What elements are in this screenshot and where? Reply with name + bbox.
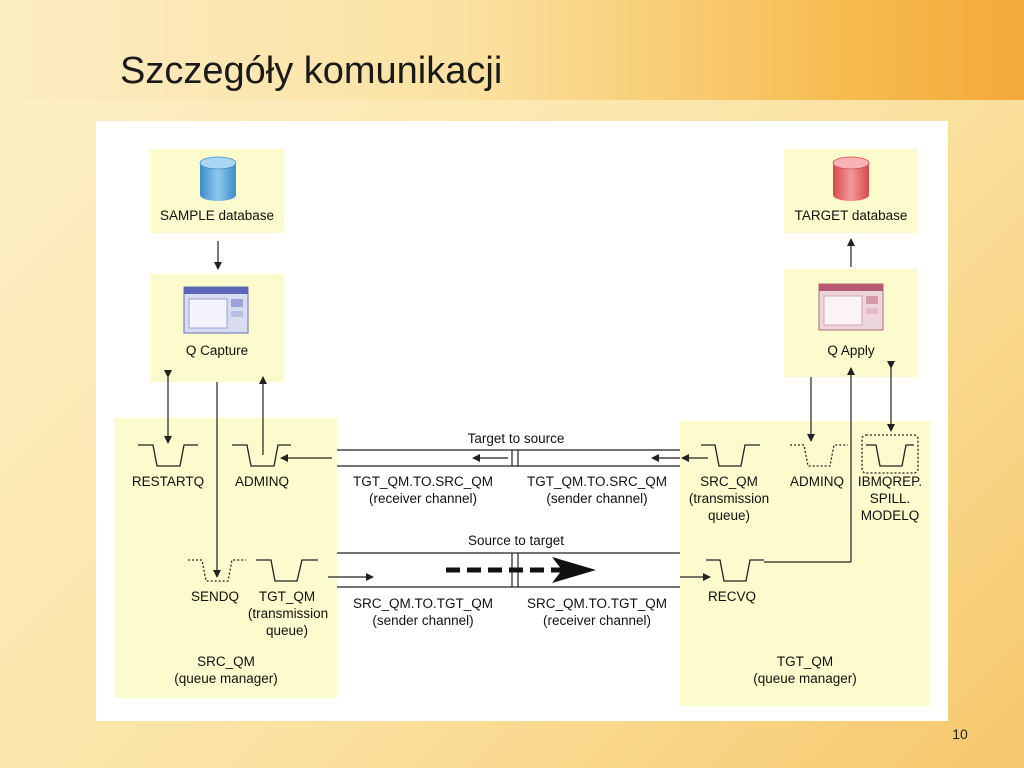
sample-database-label: SAMPLE database bbox=[159, 208, 275, 223]
adminq-source-label: ADMINQ bbox=[235, 474, 289, 489]
tgt-qm-manager-line2: (queue manager) bbox=[753, 671, 857, 686]
source-to-target-channel bbox=[337, 552, 680, 588]
communication-diagram: SAMPLE database Q Capture TARGET databas… bbox=[96, 121, 948, 721]
src-qm-transmission-line1: SRC_QM bbox=[700, 474, 758, 489]
tgt-qm-transmission-line1: TGT_QM bbox=[258, 589, 316, 604]
target-to-source-channel bbox=[337, 449, 680, 467]
adminq-source-queue-icon bbox=[232, 444, 291, 467]
q-apply-label: Q Apply bbox=[827, 343, 875, 358]
restartq-label: RESTARTQ bbox=[131, 474, 205, 489]
restartq-queue-icon bbox=[138, 444, 198, 467]
diagram-graphics bbox=[138, 156, 919, 588]
src-qm-transmission-queue-icon bbox=[701, 444, 760, 467]
tgt-qm-zone bbox=[680, 421, 930, 706]
s2t-receiver-channel-line2: (receiver channel) bbox=[542, 613, 652, 628]
spill-modelq-line3: MODELQ bbox=[860, 508, 920, 523]
q-apply-window-icon bbox=[818, 283, 884, 331]
recvq-label: RECVQ bbox=[707, 589, 756, 604]
sample-database-icon bbox=[199, 156, 237, 201]
src-qm-transmission-line3: queue) bbox=[707, 508, 751, 523]
t2s-sender-channel-line2: (sender channel) bbox=[546, 491, 648, 506]
s2t-sender-channel-line2: (sender channel) bbox=[372, 613, 474, 628]
target-database-icon bbox=[832, 156, 870, 201]
spill-modelq-frame bbox=[861, 434, 919, 474]
target-to-source-label: Target to source bbox=[467, 431, 565, 446]
tgt-qm-transmission-line2: (transmission bbox=[247, 606, 329, 621]
src-qm-transmission-line2: (transmission bbox=[688, 491, 770, 506]
tgt-qm-transmission-line3: queue) bbox=[265, 623, 309, 638]
spill-modelq-line1: IBMQREP. bbox=[857, 474, 923, 489]
tgt-qm-manager-line1: TGT_QM bbox=[776, 654, 834, 669]
s2t-sender-channel-line1: SRC_QM.TO.TGT_QM bbox=[352, 596, 493, 611]
s2t-receiver-channel-line1: SRC_QM.TO.TGT_QM bbox=[526, 596, 667, 611]
src-qm-manager-line1: SRC_QM bbox=[197, 654, 255, 669]
spill-modelq-line2: SPILL. bbox=[869, 491, 911, 506]
slide-title: Szczegóły komunikacji bbox=[120, 50, 503, 92]
sendq-queue-icon bbox=[188, 559, 246, 582]
q-capture-label: Q Capture bbox=[185, 343, 249, 358]
title-bar bbox=[0, 0, 1024, 100]
src-qm-zone bbox=[115, 418, 337, 698]
src-qm-manager-line2: (queue manager) bbox=[174, 671, 278, 686]
q-capture-window-icon bbox=[183, 286, 249, 334]
tgt-qm-transmission-queue-icon bbox=[256, 559, 318, 582]
recvq-queue-icon bbox=[706, 559, 764, 582]
target-database-label: TARGET database bbox=[794, 208, 908, 223]
t2s-receiver-channel-line2: (receiver channel) bbox=[368, 491, 478, 506]
adminq-target-label: ADMINQ bbox=[790, 474, 844, 489]
page-number: 10 bbox=[952, 726, 968, 742]
t2s-sender-channel-line1: TGT_QM.TO.SRC_QM bbox=[526, 474, 667, 489]
t2s-receiver-channel-line1: TGT_QM.TO.SRC_QM bbox=[352, 474, 493, 489]
sendq-label: SENDQ bbox=[190, 589, 239, 604]
source-to-target-label: Source to target bbox=[467, 533, 565, 548]
adminq-target-queue-icon bbox=[790, 444, 848, 467]
